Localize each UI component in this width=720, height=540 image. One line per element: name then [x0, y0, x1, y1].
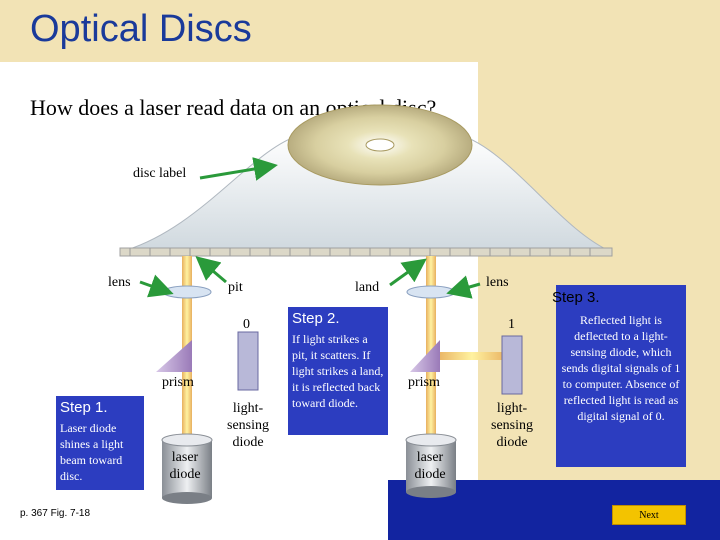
- label-zero: 0: [243, 317, 250, 332]
- figure-citation: p. 367 Fig. 7-18: [20, 508, 91, 519]
- step-1-text: Laser diode shines a light beam toward d…: [60, 421, 124, 483]
- light-sensing-diode-left: [237, 331, 259, 391]
- label-lens-left: lens: [108, 275, 131, 290]
- reflected-beam: [436, 352, 508, 360]
- laser-diode-left-body: [161, 433, 213, 504]
- label-land: land: [355, 280, 380, 295]
- disc-surface: [119, 247, 613, 257]
- label-pit: pit: [228, 280, 243, 295]
- arrow-land: [389, 258, 427, 287]
- lens-left: [162, 285, 212, 299]
- prism-right: [410, 340, 440, 372]
- arrow-pit: [195, 256, 227, 284]
- step-3-box: Step 3. Reflected light is deflected to …: [552, 285, 686, 467]
- step-2-box: Step 2. If light strikes a pit, it scatt…: [288, 307, 388, 435]
- step-2-heading: Step 2.: [292, 310, 340, 327]
- label-disc-label: disc label: [133, 166, 187, 181]
- label-laser-diode-right: laser diode: [414, 450, 446, 482]
- page-title: Optical Discs: [30, 8, 252, 50]
- lens-right: [406, 285, 456, 299]
- prism-left: [156, 340, 192, 372]
- label-prism-right: prism: [408, 375, 440, 390]
- disc-hub: [365, 138, 395, 152]
- title-band: [0, 0, 720, 62]
- step-1-box: Step 1. Laser diode shines a light beam …: [56, 396, 144, 490]
- label-one: 1: [508, 317, 515, 332]
- label-light-sensing-left: light-sensing diode: [227, 401, 269, 450]
- step-3-heading: Step 3.: [552, 289, 600, 306]
- arrow-lens-right: [446, 275, 481, 299]
- step-3-text: Reflected light is deflected to a light-…: [561, 313, 681, 423]
- step-2-text: If light strikes a pit, it scatters. If …: [292, 332, 384, 410]
- arrow-lens-left: [139, 274, 174, 298]
- disc-surface-ridges: [129, 248, 591, 256]
- step-1-heading: Step 1.: [60, 399, 108, 416]
- label-light-sensing-right: light-sensing diode: [491, 401, 533, 450]
- next-button[interactable]: Next: [612, 505, 686, 525]
- label-lens-right: lens: [486, 275, 509, 290]
- laser-diode-right-body: [405, 433, 457, 498]
- arrow-disc-label: [199, 157, 278, 181]
- label-laser-diode-left: laser diode: [169, 450, 201, 482]
- label-prism-left: prism: [162, 375, 194, 390]
- light-sensing-diode-right: [501, 335, 523, 395]
